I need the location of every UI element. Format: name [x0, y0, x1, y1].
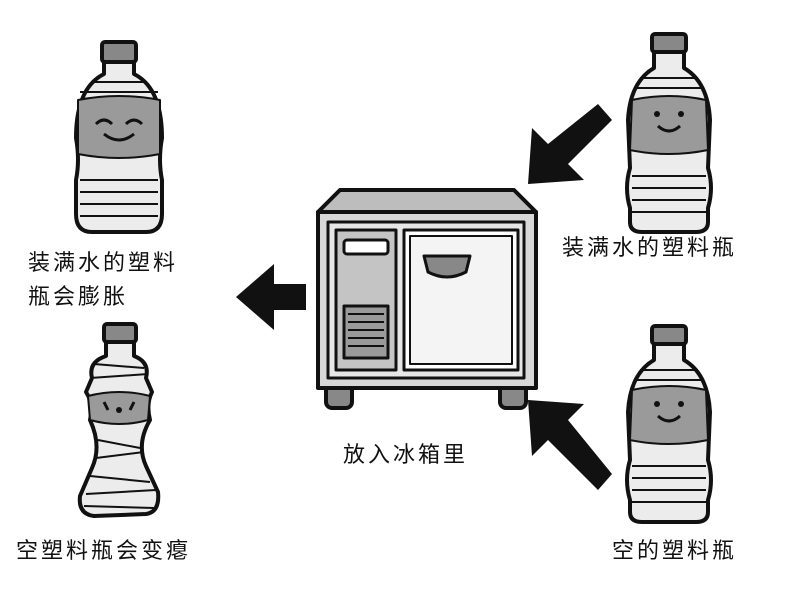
arrow-out-icon	[236, 264, 306, 330]
arrow-in-top-icon	[528, 104, 612, 184]
label-full-bottle-out-line2: 瓶会膨胀	[28, 285, 129, 310]
label-empty-bottle-in: 空的塑料瓶	[612, 539, 738, 564]
label-full-bottle-in: 装满水的塑料瓶	[562, 236, 738, 261]
full-bottle-in-icon	[625, 32, 713, 234]
label-freezer: 放入冰箱里	[343, 443, 469, 468]
label-full-bottle-out-line1: 装满水的塑料	[28, 251, 179, 276]
empty-bottle-in-icon	[625, 324, 713, 524]
label-empty-bottle-out: 空塑料瓶会变瘪	[16, 539, 192, 564]
crushed-bottle-icon	[77, 322, 161, 518]
refrigerator-icon	[316, 188, 538, 410]
arrow-in-bottom-icon	[528, 400, 612, 490]
expanded-bottle-icon	[74, 40, 164, 234]
